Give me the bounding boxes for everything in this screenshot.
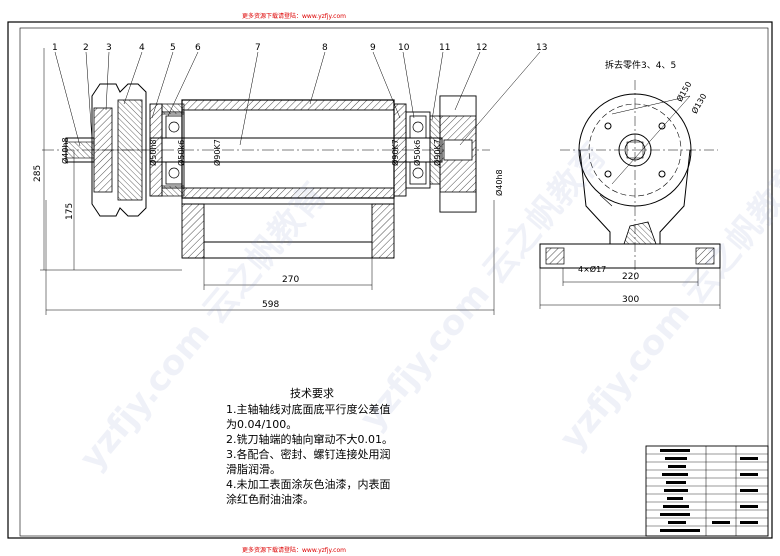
part-num-9: 9 (370, 43, 376, 53)
part-num-1: 1 (52, 43, 58, 53)
part-num-13: 13 (536, 43, 547, 53)
dim-270: 270 (282, 275, 299, 285)
note-line-1: 1.主轴轴线对底面底平行度公差值 (226, 403, 391, 416)
dim-150: Ø150 (674, 80, 693, 104)
front-view (42, 83, 490, 259)
note-line-4: 3.各配合、密封、螺钉连接处用润 (226, 448, 391, 461)
dim-seat-right: Ø50k6 (412, 140, 422, 166)
part-num-5: 5 (170, 43, 176, 53)
dim-right-bore2: Ø90K7 (432, 139, 442, 166)
bottom-link[interactable]: 更多资源下载请登陆：www.yzfjy.com (242, 547, 346, 554)
dim-bore-right: Ø90K7 (390, 139, 400, 166)
part-num-3: 3 (106, 43, 112, 53)
note-line-5: 滑脂润滑。 (226, 463, 281, 476)
dim-598: 598 (262, 300, 279, 310)
inner-border (19, 27, 769, 537)
dimension-lines (40, 48, 495, 315)
part-num-4: 4 (139, 43, 145, 53)
dim-130: Ø130 (689, 92, 708, 116)
part-num-11: 11 (439, 43, 450, 53)
dim-right-shaft: Ø40h8 (494, 169, 504, 196)
dim-seat-left: Ø50k6 (176, 140, 186, 166)
dim-285: 285 (33, 165, 43, 182)
side-view-label: 拆去零件3、4、5 (605, 59, 676, 71)
part-num-6: 6 (195, 43, 201, 53)
notes-title: 技术要求 (290, 387, 334, 400)
dim-175: 175 (65, 203, 75, 220)
dim-220: 220 (622, 272, 639, 282)
note-line-2: 为0.04/100。 (226, 418, 298, 431)
dim-300: 300 (622, 295, 639, 305)
note-line-3: 2.铣刀轴端的轴向窜动不大0.01。 (226, 433, 393, 446)
part-num-7: 7 (255, 43, 261, 53)
dim-holes: 4×Ø17 (578, 264, 606, 274)
note-line-6: 4.未加工表面涂灰色油漆，内表面 (226, 478, 391, 491)
side-view (539, 80, 721, 309)
note-line-7: 涂红色耐油油漆。 (226, 493, 314, 506)
dim-bore-left: Ø90K7 (212, 139, 222, 166)
part-leaders (54, 51, 541, 147)
part-num-2: 2 (83, 43, 89, 53)
part-num-10: 10 (398, 43, 410, 53)
dim-left-shaft: Ø40h8 (60, 137, 70, 164)
dim-left-bearing: Ø50h8 (148, 139, 158, 166)
part-num-12: 12 (476, 43, 487, 53)
top-link[interactable]: 更多资源下载请登陆：www.yzfjy.com (242, 13, 346, 20)
part-num-8: 8 (322, 43, 328, 53)
frame-border (7, 21, 773, 539)
title-block (645, 445, 769, 537)
